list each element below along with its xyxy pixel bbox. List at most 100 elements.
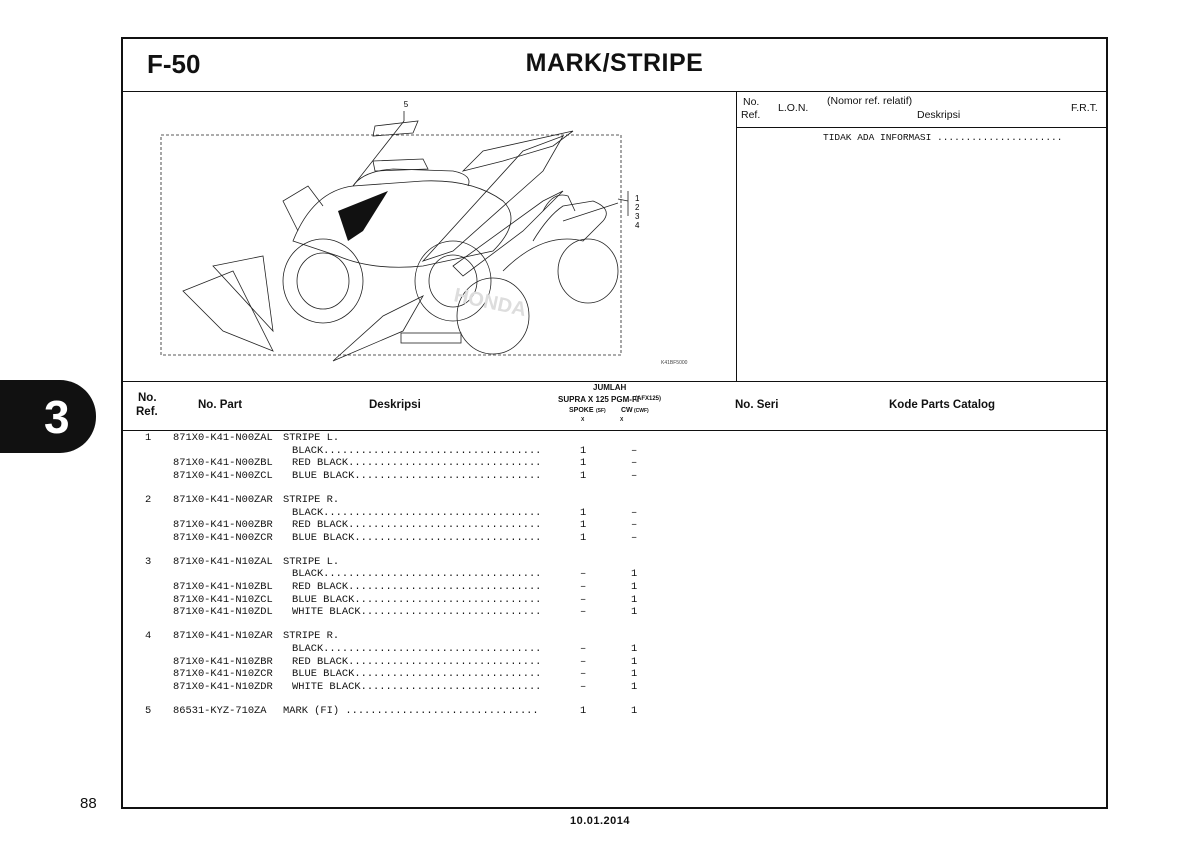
row-qty-spoke: 1	[580, 457, 587, 470]
row-qty-cw: –	[631, 444, 638, 457]
print-date: 10.01.2014	[569, 815, 631, 827]
body-outline	[292, 180, 512, 268]
col-jumlah: JUMLAH	[593, 383, 627, 392]
row-part-number: 871X0-K41-N10ZAL	[173, 555, 273, 568]
info-text: TIDAK ADA INFORMASI ....................…	[823, 132, 1063, 143]
stripe-dark	[338, 191, 388, 241]
decal-top-left	[372, 158, 429, 172]
table-row: BLACK...................................…	[123, 445, 1106, 458]
row-part-number: 871X0-K41-N00ZAL	[173, 432, 273, 444]
row-description: RED BLACK...............................	[292, 457, 542, 470]
callout-4: 4	[635, 221, 640, 230]
mark-fi	[372, 120, 419, 137]
motorcycle-stripe-illustration: 5 1 2 3 4 K41BF5000 HONDA	[160, 100, 688, 366]
row-description: RED BLACK...............................	[292, 519, 542, 532]
col-serial: No. Seri	[735, 399, 779, 411]
small-rear-wheel	[557, 238, 619, 304]
col-cw: CW	[621, 407, 633, 414]
row-part-number: 871X0-K41-N10ZDR	[173, 680, 273, 693]
col-model: SUPRA X 125 PGM-FI	[558, 395, 640, 404]
row-qty-spoke: 1	[580, 519, 587, 532]
callout-5: 5	[404, 100, 409, 109]
row-qty-spoke: –	[580, 655, 587, 668]
row-description: RED BLACK...............................	[292, 655, 542, 668]
decal-badge	[400, 332, 462, 344]
row-part-number: 871X0-K41-N10ZAR	[173, 630, 273, 643]
row-qty-cw: 1	[631, 680, 638, 693]
row-qty-cw: –	[631, 469, 638, 482]
row-description: RED BLACK...............................	[292, 581, 542, 593]
col-desc: Deskripsi	[369, 399, 421, 411]
row-description: MARK (FI) ..............................…	[283, 704, 539, 717]
row-description: WHITE BLACK.............................	[292, 606, 542, 619]
row-qty-spoke: –	[580, 581, 587, 593]
col-catalog: Kode Parts Catalog	[889, 399, 996, 411]
decal-bottom	[332, 295, 425, 362]
row-description: STRIPE L.	[283, 432, 340, 444]
section-tab: 3	[0, 380, 96, 453]
row-qty-spoke: –	[580, 568, 587, 581]
page-title: MARK/STRIPE	[525, 49, 704, 77]
figure-reference-code: K41BF5000	[661, 360, 688, 366]
col-part-no: No. Part	[198, 399, 243, 411]
col-spoke-x: X	[581, 417, 585, 423]
row-description: BLUE BLACK..............................	[292, 593, 542, 606]
table-row: 871X0-K41-N10ZCL BLUE BLACK..............…	[123, 594, 1106, 607]
table-row: BLACK...................................…	[123, 507, 1106, 520]
col-no: No.	[138, 392, 157, 404]
info-col-lon: L.O.N.	[778, 102, 809, 114]
row-ref: 2	[145, 493, 152, 506]
ref-info-header: No. Ref. L.O.N. (Nomor ref. relatif) Des…	[737, 91, 1108, 128]
row-part-number: 871X0-K41-N00ZCR	[173, 531, 273, 544]
col-ref: Ref.	[136, 406, 158, 418]
row-part-number: 871X0-K41-N00ZBR	[173, 519, 273, 532]
ref-info-table: No. Ref. L.O.N. (Nomor ref. relatif) Des…	[737, 91, 1108, 381]
page-number: 88	[80, 795, 97, 812]
parts-list-header: No. Ref. No. Part Deskripsi JUMLAH SUPRA…	[123, 381, 1106, 431]
row-qty-spoke: 1	[580, 704, 587, 717]
exploded-diagram: 5 1 2 3 4 K41BF5000 HONDA	[123, 91, 737, 381]
row-qty-spoke: –	[580, 680, 587, 693]
callout-1: 1	[635, 194, 640, 203]
row-qty-cw: 1	[631, 655, 638, 668]
group-box	[160, 134, 622, 356]
row-qty-spoke: –	[580, 668, 587, 681]
row-description: STRIPE L.	[283, 555, 340, 568]
table-row: 871X0-K41-N00ZBR RED BLACK...............…	[123, 519, 1106, 532]
row-part-number: 871X0-K41-N10ZCL	[173, 593, 273, 606]
small-front-wheel	[456, 277, 530, 355]
row-qty-cw: 1	[631, 704, 638, 717]
row-description: BLACK...................................	[292, 642, 542, 655]
row-description: BLUE BLACK..............................	[292, 668, 542, 681]
row-qty-spoke: –	[580, 606, 587, 619]
row-part-number: 871X0-K41-N00ZAR	[173, 493, 273, 506]
rear-wheel	[414, 240, 492, 322]
row-qty-spoke: 1	[580, 469, 587, 482]
decal-side-right	[452, 190, 564, 277]
col-model-code: (AFX125)	[635, 396, 662, 402]
info-col-relative: (Nomor ref. relatif)	[827, 95, 913, 107]
info-col-desc: Deskripsi	[917, 109, 961, 121]
row-description: BLACK...................................	[292, 444, 542, 457]
row-description: BLUE BLACK..............................	[292, 469, 542, 482]
info-col-frt: F.R.T.	[1071, 102, 1098, 114]
row-qty-cw: 1	[631, 568, 638, 581]
info-col-no: No.	[743, 96, 760, 108]
figure-code: F-50	[147, 49, 201, 79]
callout-2: 2	[635, 203, 640, 212]
row-ref: 5	[145, 704, 152, 717]
row-ref: 3	[145, 555, 152, 568]
catalog-page-frame: F-50 MARK/STRIPE	[121, 37, 1108, 809]
row-qty-cw: 1	[631, 593, 638, 606]
row-qty-spoke: 1	[580, 444, 587, 457]
